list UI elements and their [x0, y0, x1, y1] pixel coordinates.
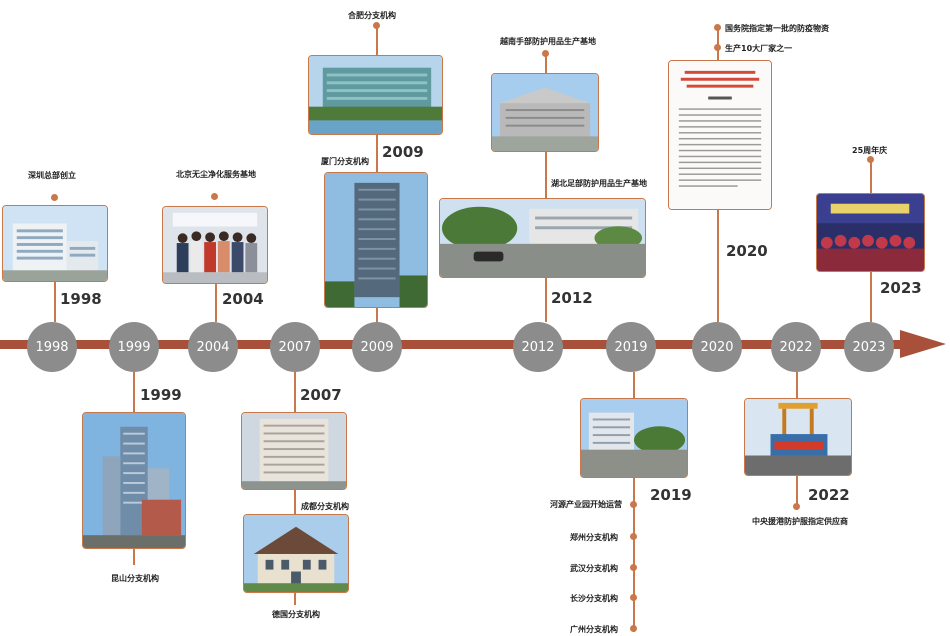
connector-line: [545, 278, 547, 322]
marker-dot: [630, 533, 637, 540]
photo-train: [744, 398, 852, 476]
event-label-guowuyuan-2: 生产10大厂家之一: [725, 44, 793, 53]
connector-line: [376, 308, 378, 322]
event-year-2023: 2023: [880, 279, 922, 297]
connector-line: [796, 476, 798, 510]
connector-line: [870, 272, 872, 322]
event-year-1999: 1999: [140, 386, 182, 404]
marker-dot: [211, 193, 218, 200]
branch-label-guangzhou: 广州分支机构: [570, 625, 618, 634]
event-label-yuenan: 越南手部防护用品生产基地: [500, 37, 596, 46]
marker-dot: [630, 594, 637, 601]
connector-line: [133, 372, 135, 412]
event-label-hubei: 湖北足部防护用品生产基地: [551, 179, 647, 188]
axis-year-2009: 2009: [352, 322, 402, 372]
axis-year-1998: 1998: [27, 322, 77, 372]
photo-document: [668, 60, 772, 210]
photo-heyuan: [580, 398, 688, 478]
photo-hefei: [308, 55, 443, 135]
event-label-beijing: 北京无尘净化服务基地: [176, 170, 256, 179]
timeline-axis: [0, 340, 905, 349]
connector-line: [545, 53, 547, 73]
event-label-anniv: 25周年庆: [852, 146, 888, 155]
connector-line: [717, 27, 719, 60]
connector-line: [294, 490, 296, 514]
connector-line: [633, 372, 635, 398]
axis-year-2012: 2012: [513, 322, 563, 372]
event-label-kunshan: 昆山分支机构: [111, 574, 159, 583]
event-label-heyuan: 河源产业园开始运营: [550, 500, 622, 509]
event-label-guowuyuan-1: 国务院指定第一批的防疫物资: [725, 24, 829, 33]
photo-beijing-team: [162, 206, 268, 284]
connector-line: [294, 593, 296, 605]
event-year-1998: 1998: [60, 290, 102, 308]
branch-label-changsha: 长沙分支机构: [570, 594, 618, 603]
marker-dot: [630, 625, 637, 632]
event-label-zhongou: 中央援港防护服指定供应商: [752, 517, 848, 526]
axis-year-2019: 2019: [606, 322, 656, 372]
event-year-2009: 2009: [382, 143, 424, 161]
photo-kunshan: [82, 412, 186, 549]
connector-line: [376, 25, 378, 55]
photo-hubei: [439, 198, 646, 278]
event-label-xiamen: 厦门分支机构: [321, 157, 369, 166]
event-label-shenzhen: 深圳总部创立: [28, 171, 76, 180]
axis-year-2007: 2007: [270, 322, 320, 372]
marker-dot: [793, 503, 800, 510]
marker-dot: [630, 501, 637, 508]
photo-chengdu: [241, 412, 347, 490]
photo-anniversary: [816, 193, 925, 272]
connector-line: [796, 372, 798, 398]
event-label-hefei: 合肥分支机构: [348, 11, 396, 20]
branch-label-wuhan: 武汉分支机构: [570, 564, 618, 573]
connector-line: [133, 549, 135, 565]
event-year-2019: 2019: [650, 486, 692, 504]
event-year-2007: 2007: [300, 386, 342, 404]
marker-dot: [51, 194, 58, 201]
connector-line: [376, 135, 378, 172]
branch-label-zhengzhou: 郑州分支机构: [570, 533, 618, 542]
photo-germany: [243, 514, 349, 593]
event-year-2020: 2020: [726, 242, 768, 260]
axis-year-2020: 2020: [692, 322, 742, 372]
connector-line: [870, 159, 872, 193]
axis-year-2004: 2004: [188, 322, 238, 372]
connector-line: [545, 152, 547, 198]
event-label-chengdu: 成都分支机构: [301, 502, 349, 511]
connector-line: [717, 210, 719, 322]
event-year-2022: 2022: [808, 486, 850, 504]
connector-line: [294, 372, 296, 412]
photo-xiamen: [324, 172, 428, 308]
photo-shenzhen-hq: [2, 205, 108, 282]
event-year-2012: 2012: [551, 289, 593, 307]
axis-year-2022: 2022: [771, 322, 821, 372]
connector-line: [633, 478, 635, 632]
event-year-2004: 2004: [222, 290, 264, 308]
axis-year-2023: 2023: [844, 322, 894, 372]
photo-vietnam: [491, 73, 599, 152]
event-label-germany: 德国分支机构: [272, 610, 320, 619]
timeline-arrow-icon: [900, 330, 946, 358]
connector-line: [54, 282, 56, 322]
marker-dot: [630, 564, 637, 571]
axis-year-1999: 1999: [109, 322, 159, 372]
connector-line: [215, 284, 217, 322]
